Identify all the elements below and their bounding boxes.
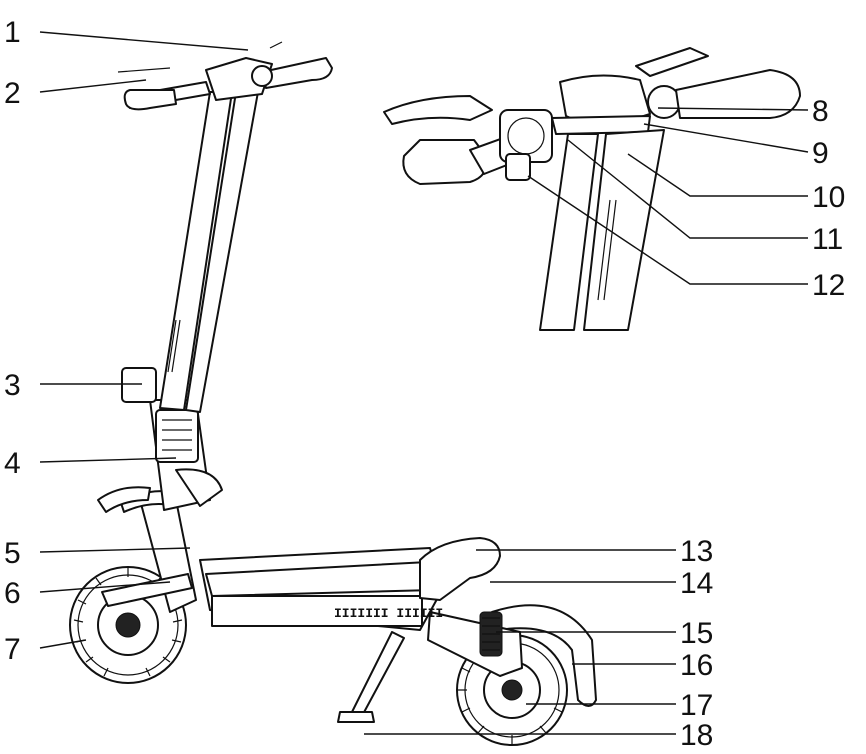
- callout-11: 11: [812, 223, 843, 256]
- stem-clamp: [121, 367, 157, 403]
- callout-10: 10: [812, 181, 845, 214]
- handlebar: [117, 41, 333, 111]
- callout-12: 12: [812, 269, 845, 302]
- callout-13: 13: [680, 535, 713, 568]
- scooter-illustration: IIIIIII IIIIII: [69, 41, 597, 746]
- callout-6: 6: [4, 577, 21, 610]
- callout-2: 2: [4, 77, 21, 110]
- rear-swingarm: [427, 611, 523, 677]
- callout-numbers: 1 2 3 4 5 6 7 8 9 10 11 12 13 14 15 16 1…: [4, 16, 845, 752]
- callout-4: 4: [4, 447, 21, 480]
- callout-5: 5: [4, 537, 21, 570]
- callout-8: 8: [812, 95, 829, 128]
- callout-7: 7: [4, 633, 21, 666]
- rear-bracket: [419, 537, 501, 601]
- callout-leaders: [39, 31, 809, 735]
- deck-marking: IIIIIII IIIIII: [334, 606, 443, 621]
- kickstand: [337, 631, 405, 723]
- stem: [159, 91, 259, 413]
- callout-3: 3: [4, 369, 21, 402]
- handlebar-detail-inset: [383, 47, 801, 331]
- callout-14: 14: [680, 567, 713, 600]
- rear-fender: [491, 604, 597, 707]
- front-fork: [101, 490, 197, 613]
- callout-1: 1: [4, 16, 21, 49]
- head-tube: [149, 399, 223, 511]
- deck: IIIIIII IIIIII: [199, 547, 443, 631]
- front-fender: [97, 486, 151, 513]
- callout-17: 17: [680, 689, 713, 722]
- callout-9: 9: [812, 137, 829, 170]
- callout-18: 18: [680, 719, 713, 752]
- callout-16: 16: [680, 649, 713, 682]
- callout-15: 15: [680, 617, 713, 650]
